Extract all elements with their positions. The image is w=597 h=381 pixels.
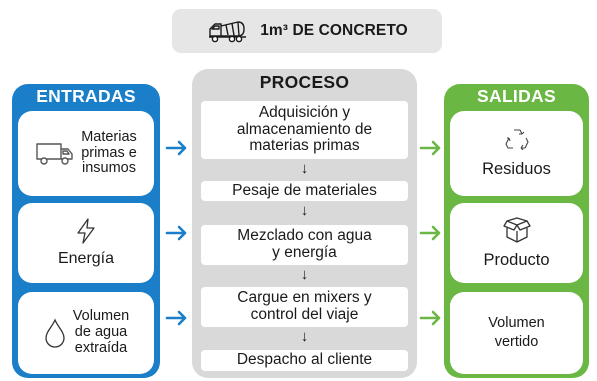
arrow-right-icon [419,140,441,156]
title-bar: 1m³ DE CONCRETO [172,9,442,53]
output-waste-label: Residuos [482,160,551,179]
label-line: primas e [81,144,137,161]
process-step-2: Pesaje de materiales [201,181,408,201]
label-line: Volumen [72,308,130,325]
label-line: insumos [81,160,136,177]
step-line: Despacho al cliente [236,351,373,369]
process-column: PROCESO Adquisición y almacenamiento de … [192,69,417,378]
step-line: almacenamiento de [236,120,373,138]
output-waste: Residuos [450,111,583,196]
down-arrow-icon: ↓ [300,202,309,219]
input-energy-label: Energía [57,250,115,268]
output-volume: Volumen vertido [450,292,583,374]
step-line: Mezclado con agua [237,227,372,245]
output-volume-label: Volumen vertido [488,314,544,352]
input-water: Volumen de agua extraída [18,292,154,374]
label-line: Materias [81,128,137,145]
process-step-5: Despacho al cliente [201,350,408,371]
water-drop-icon [43,318,67,348]
arrow-right-icon [419,310,441,326]
down-arrow-icon: ↓ [300,266,309,283]
arrow-right-icon [165,225,187,241]
process-step-3: Mezclado con agua y energía [201,225,408,265]
outputs-header: SALIDAS [477,86,556,106]
inputs-header: ENTRADAS [36,86,136,106]
page-title: 1m³ DE CONCRETO [260,22,408,39]
process-step-4: Cargue en mixers y control del viaje [201,287,408,327]
input-raw-materials-label: Materias primas e insumos [81,128,137,178]
input-energy: Energía [18,203,154,283]
step-line: control del viaje [250,306,359,323]
input-water-label: Volumen de agua extraída [72,308,130,357]
label-line: de agua [74,324,128,341]
down-arrow-icon: ↓ [300,160,309,177]
recycle-icon [504,128,529,151]
process-header: PROCESO [259,72,350,92]
inputs-column: ENTRADAS Materias primas e insumos Energ… [12,84,160,378]
step-line: y energía [272,244,337,261]
arrow-right-icon [165,310,187,326]
step-line: Adquisición y [258,103,351,121]
outputs-column: SALIDAS Residuos Producto Volumen ver [444,84,589,378]
process-step-1: Adquisición y almacenamiento de materias… [201,101,408,159]
arrow-right-icon [419,225,441,241]
label-line: Volumen [488,315,545,332]
label-line: extraída [74,339,128,356]
lightning-icon [75,218,97,244]
output-product: Producto [450,203,583,283]
truck-icon [35,141,75,167]
down-arrow-icon: ↓ [300,328,309,345]
input-raw-materials: Materias primas e insumos [18,111,154,196]
step-line: Pesaje de materiales [232,181,377,199]
label-line: vertido [494,334,539,350]
concrete-mixer-truck-icon [206,18,248,44]
arrow-right-icon [165,140,187,156]
step-line: Cargue en mixers y [237,289,372,307]
output-product-label: Producto [483,250,550,269]
step-line: materias primas [249,137,360,155]
box-icon [502,217,531,243]
